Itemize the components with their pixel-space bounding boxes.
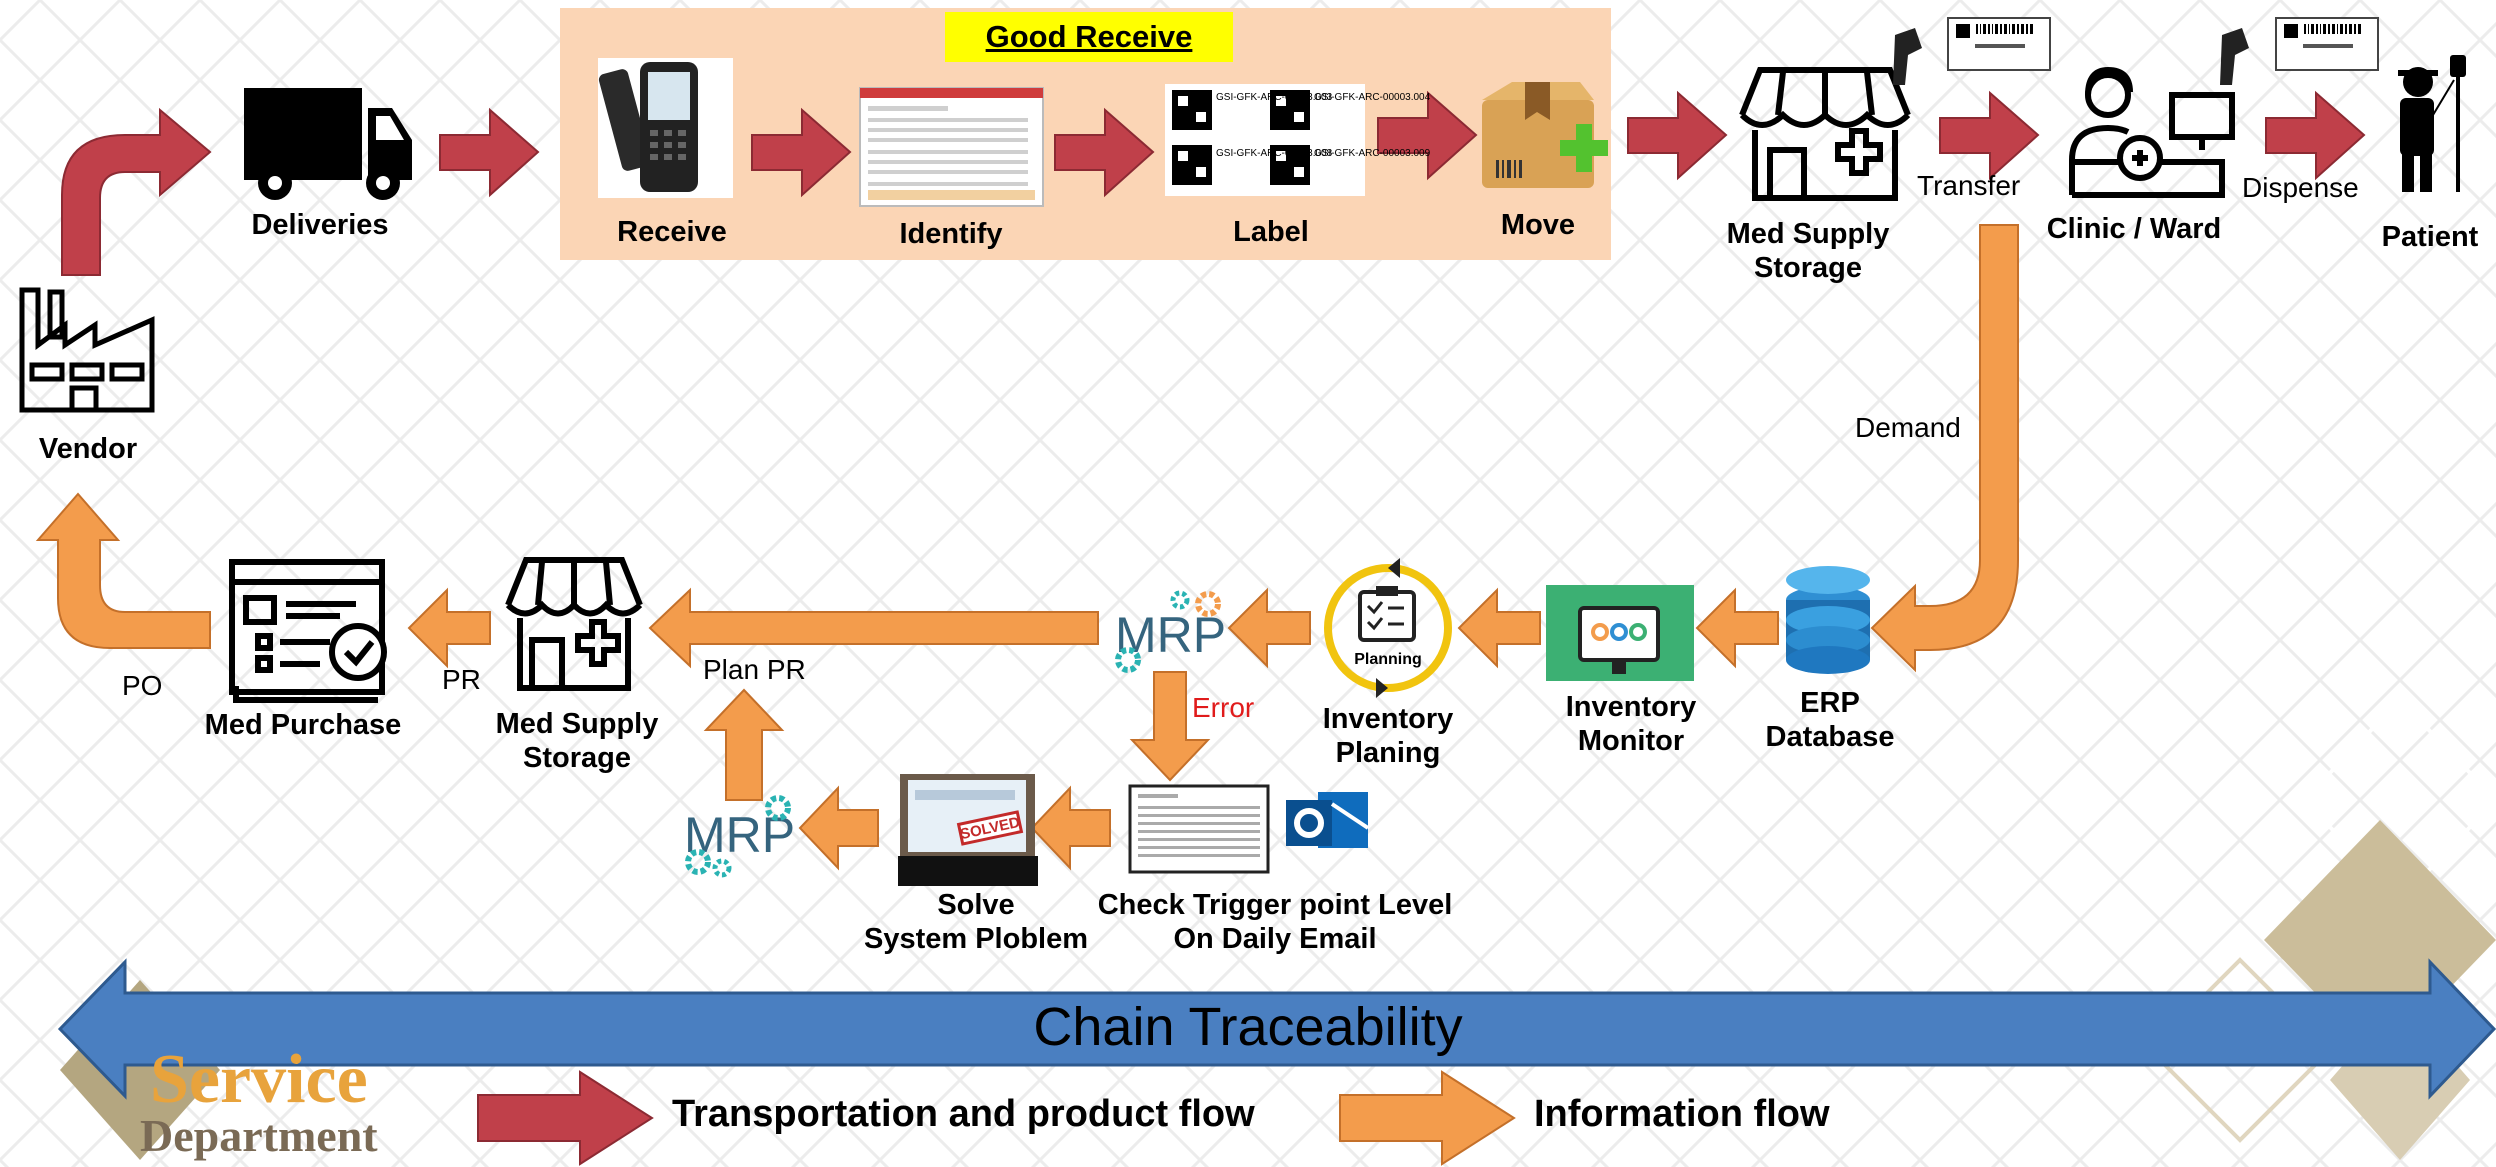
inventory-monitor-line-1: Inventory: [1565, 691, 1697, 723]
logo-line-2: Department: [140, 1110, 378, 1161]
barcode-text-1: GSI-GFK-ARC-00003.003: [1216, 92, 1333, 103]
arrow-vendor-to-deliveries: [61, 107, 212, 276]
arrow-purchase-to-vendor: [35, 492, 211, 649]
legend-info-label: Information flow: [1534, 1093, 1830, 1135]
node-label-med-purchase: Med Purchase: [204, 709, 402, 741]
arrow-identify-to-label: [1054, 107, 1155, 198]
erp-database-line-2: Database: [1765, 721, 1895, 753]
arrow-move-to-storage: [1627, 90, 1728, 181]
barcode-text-4: GSI-GFK-ARC-00003.009: [1314, 148, 1431, 159]
inventory-monitor-line-2: Monitor: [1577, 725, 1685, 757]
arrow-monitor-to-planning: [1457, 587, 1541, 669]
edge-label-po: PO: [122, 670, 163, 701]
node-label-identify: Identify: [899, 218, 1003, 250]
service-department-logo: Service Department: [140, 1045, 500, 1165]
legend-transport-arrow: [477, 1070, 654, 1166]
arrow-mrp-to-storage: [648, 587, 1099, 669]
check-trigger-line-1: Check Trigger point Level: [1097, 889, 1453, 921]
outlook-icon: [1286, 792, 1370, 848]
email-report-icon: [1128, 784, 1270, 874]
med-supply-storage-bottom-line-1: Med Supply: [495, 708, 659, 740]
node-label-patient: Patient: [2381, 221, 2479, 253]
database-icon: [1786, 566, 1870, 674]
arrow-planning-to-mrp: [1227, 587, 1311, 669]
med-store-icon-bottom: [505, 557, 643, 691]
solve-line-1: Solve: [937, 889, 1015, 921]
truck-icon: [244, 88, 412, 200]
monitor-icon: [1546, 585, 1694, 681]
laptop-solved-icon: SOLVED: [898, 774, 1038, 886]
edge-label-plan-pr: Plan PR: [703, 654, 806, 685]
node-label-check-trigger: Check Trigger point Level On Daily Email: [1098, 888, 1453, 956]
arrow-label-to-move: [1377, 90, 1478, 181]
qr-label-icon: GSI-GFK-ARC-00003.003 GSI-GFK-ARC-00003.…: [1165, 84, 1431, 196]
node-label-med-supply-storage-top: Med Supply Storage: [1727, 217, 1890, 285]
arrow-deliveries-to-receive: [439, 107, 540, 198]
barcode-scanner-icon-1: [1893, 17, 2051, 85]
med-supply-storage-bottom-line-2: Storage: [523, 742, 631, 774]
legend-transport-label: Transportation and product flow: [672, 1093, 1255, 1135]
barcode-scanner-icon-2: [2220, 17, 2379, 85]
node-label-inventory-monitor: Inventory Monitor: [1566, 690, 1697, 758]
arrow-receive-to-identify: [751, 107, 852, 198]
mrp-icon-top: MRP: [1115, 590, 1226, 673]
patient-icon: [2398, 55, 2466, 192]
information-arrows: [35, 224, 2019, 871]
legend-info-arrow: [1339, 1070, 1516, 1166]
med-store-icon-top: [1739, 67, 1911, 201]
node-label-vendor: Vendor: [38, 433, 138, 465]
chain-traceability-label: Chain Traceability: [1033, 997, 1463, 1057]
barcode-text-3: GSI-GFK-ARC-00003.008: [1216, 148, 1333, 159]
erp-screen-icon: [859, 87, 1044, 207]
edge-label-pr: PR: [442, 664, 481, 695]
mrp-text-top: MRP: [1115, 607, 1226, 663]
check-trigger-line-2: On Daily Email: [1173, 923, 1377, 955]
arrow-demand: [1870, 224, 2019, 673]
edge-label-demand: Demand: [1855, 412, 1961, 443]
box-icon: [1482, 82, 1608, 188]
node-label-erp-database: ERP Database: [1766, 686, 1895, 754]
arrow-storage-to-purchase: [407, 587, 491, 669]
clinic-desk-icon: [2069, 66, 2235, 198]
edge-label-error: Error: [1192, 692, 1255, 723]
med-supply-storage-top-line-1: Med Supply: [1726, 218, 1890, 250]
arrow-storage-to-clinic: [1939, 90, 2040, 181]
factory-icon: [19, 287, 155, 413]
arrow-mrp-to-storage-plan: [703, 688, 785, 801]
barcode-text-2: GSI-GFK-ARC-00003.004: [1314, 92, 1431, 103]
logo-line-1: Service: [150, 1041, 368, 1118]
purchase-icon: [229, 559, 387, 703]
arrow-erp-to-monitor: [1695, 587, 1779, 669]
arrow-email-to-solve: [1030, 785, 1111, 871]
arrow-error: [1129, 671, 1211, 782]
node-label-receive: Receive: [617, 216, 727, 248]
node-label-move: Move: [1500, 209, 1576, 241]
node-label-solve-system-problem: Solve System Ploblem: [864, 888, 1088, 956]
planning-text: Planning: [1354, 651, 1422, 668]
solve-line-2: System Ploblem: [863, 923, 1089, 955]
edge-label-transfer: Transfer: [1917, 170, 2021, 201]
arrow-solve-to-mrp: [798, 785, 879, 871]
handheld-scanner-icon: [598, 58, 733, 198]
inventory-planing-line-1: Inventory: [1322, 703, 1454, 735]
transport-arrows: [61, 90, 2366, 276]
planning-icon: Planning: [1324, 558, 1452, 698]
inventory-planing-line-2: Planing: [1335, 737, 1441, 769]
node-label-label: Label: [1233, 216, 1309, 248]
node-label-med-supply-storage-bottom: Med Supply Storage: [496, 707, 659, 775]
chain-traceability-arrow: [57, 958, 2496, 1100]
arrow-clinic-to-patient: [2265, 90, 2366, 181]
erp-database-line-1: ERP: [1800, 687, 1860, 719]
node-label-inventory-planing: Inventory Planing: [1323, 702, 1454, 770]
node-label-deliveries: Deliveries: [251, 209, 389, 241]
node-label-clinic-ward: Clinic / Ward: [2046, 213, 2222, 245]
med-supply-storage-top-line-2: Storage: [1754, 252, 1862, 284]
edge-label-dispense: Dispense: [2242, 172, 2359, 203]
mrp-icon-bottom: MRP: [684, 795, 795, 878]
good-receive-title: Good Receive: [945, 12, 1233, 62]
